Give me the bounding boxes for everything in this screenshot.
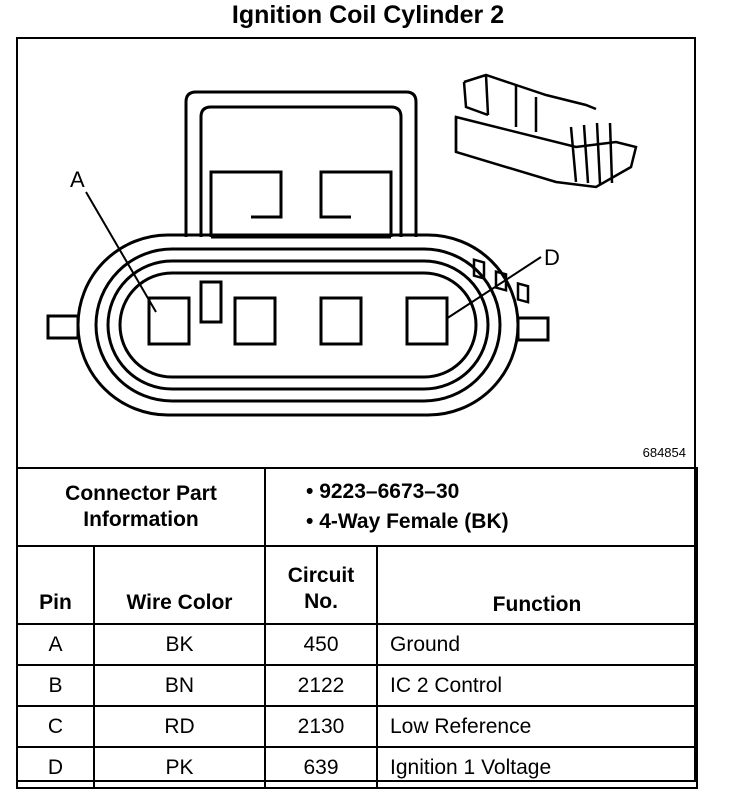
header-circuit: Circuit No. [264,545,378,625]
connector-part-number: 9223–6673–30 [306,477,696,507]
wire-color-cell: RD [93,705,266,748]
header-function: Function [376,545,698,625]
leader-line-d [445,256,542,320]
wire-color-cell: BN [93,664,266,707]
pin-cavity-c [319,296,363,346]
pin-cell: B [16,664,95,707]
table-row: B BN 2122 IC 2 Control [16,664,698,707]
connector-info-label: Connector Part Information [16,467,266,547]
function-cell: IC 2 Control [376,664,698,707]
figure-id: 684854 [642,445,686,460]
header-wire-color: Wire Color [93,545,266,625]
circuit-cell: 639 [264,746,378,789]
function-cell: Ground [376,623,698,666]
pinout-table: Connector Part Information 9223–6673–30 … [16,467,698,789]
circuit-cell: 2130 [264,705,378,748]
circuit-cell: 450 [264,623,378,666]
connector-key [199,280,223,324]
connector-latch [184,90,418,237]
wire-color-cell: PK [93,746,266,789]
circuit-cell: 2122 [264,664,378,707]
connector-info-row: Connector Part Information 9223–6673–30 … [16,467,698,547]
header-pin: Pin [16,545,95,625]
function-cell: Low Reference [376,705,698,748]
callout-d: D [544,245,560,270]
connector-info-list: 9223–6673–30 4-Way Female (BK) [264,467,698,547]
left-mount-tab [46,314,80,340]
leader-line-a [85,191,157,313]
diagram-title: Ignition Coil Cylinder 2 [231,1,505,29]
pin-cell: D [16,746,95,789]
connector-type: 4-Way Female (BK) [306,507,696,537]
pin-cavity-d [405,296,449,346]
connector-isometric-icon [454,73,638,304]
wire-color-cell: BK [93,623,266,666]
function-cell: Ignition 1 Voltage [376,746,698,789]
pin-cavity-b [233,296,277,346]
table-row: A BK 450 Ground [16,623,698,666]
right-mount-tab [516,316,550,342]
pin-cavity-a [147,296,191,346]
callout-a: A [70,167,85,192]
pin-cell: A [16,623,95,666]
pin-cell: C [16,705,95,748]
table-row: D PK 639 Ignition 1 Voltage [16,746,698,789]
connector-diagram: A D [46,73,638,417]
table-row: C RD 2130 Low Reference [16,705,698,748]
table-header-row: Pin Wire Color Circuit No. Function [16,545,698,625]
